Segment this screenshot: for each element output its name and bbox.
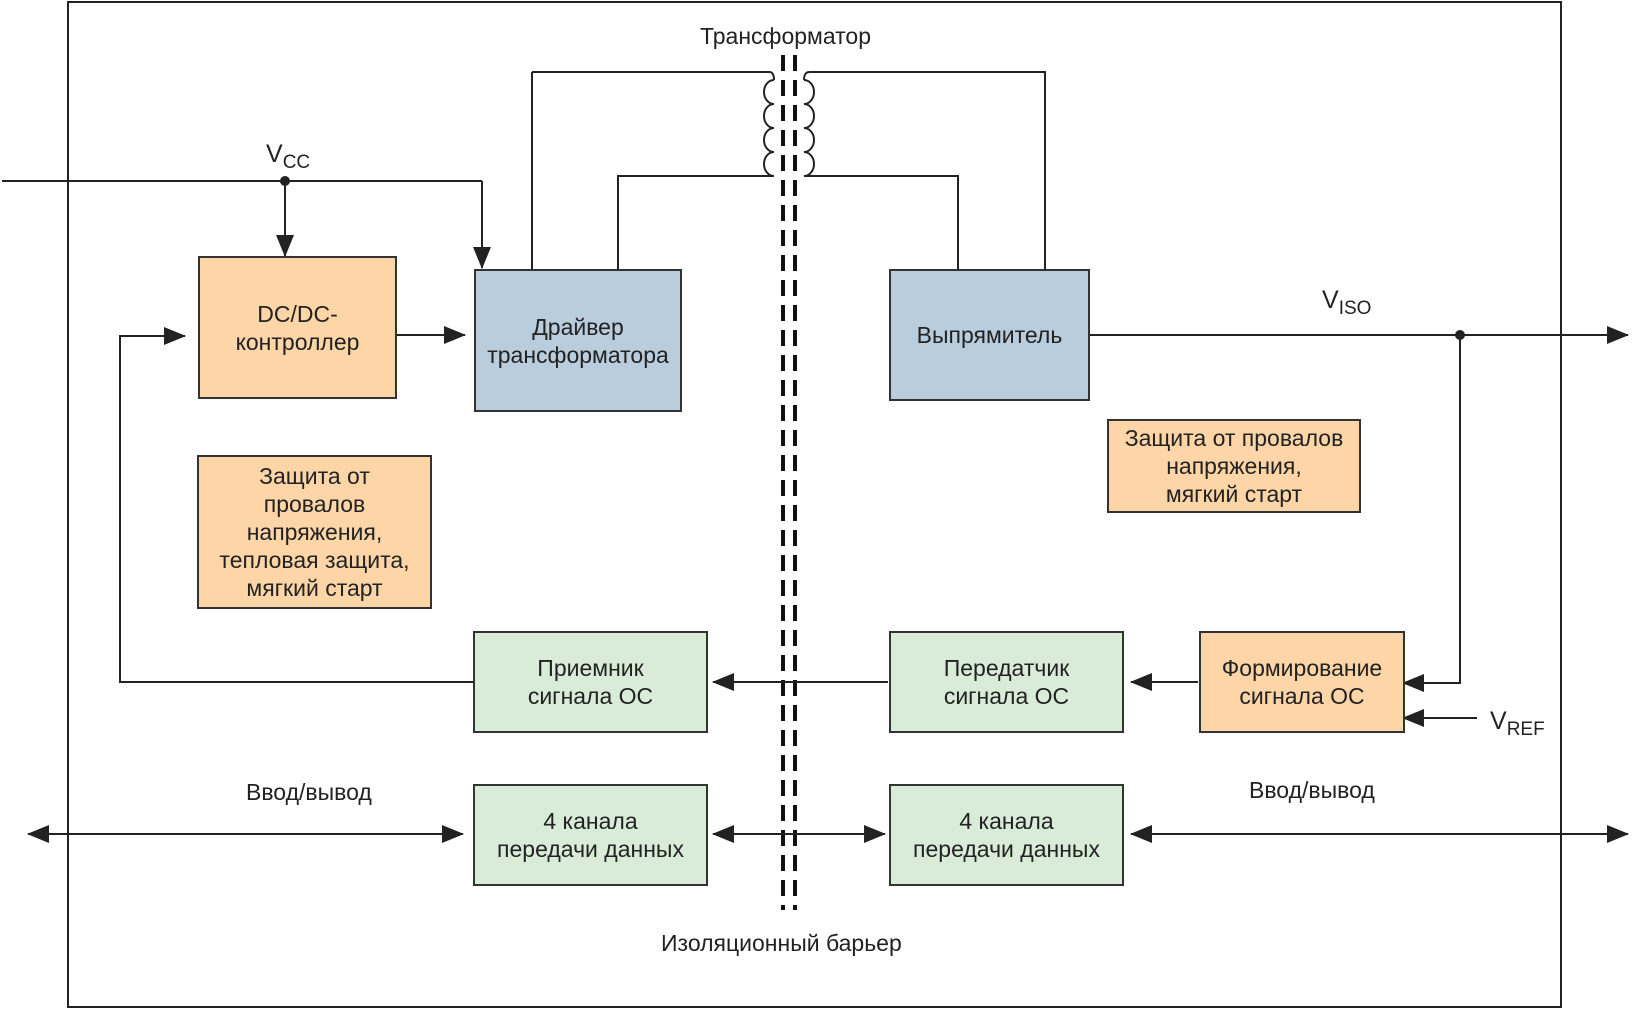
chip-outline [67,1,1562,1008]
data-channels-left-block: 4 канала передачи данных [473,784,708,886]
vcc-node [280,176,290,186]
vcc-label: VCC [266,140,311,173]
protection-left-block: Защита от провалов напряжения, тепловая … [197,455,432,609]
transformer-label: Трансформатор [700,23,872,49]
vref-label: VREF [1490,707,1545,740]
feedback-shaping-block: Формирование сигнала ОС [1199,631,1405,733]
viso-wiring [1088,326,1629,692]
dcdc-controller-block: DC/DC- контроллер [198,256,397,399]
feedback-transmitter-block: Передатчик сигнала ОС [889,631,1124,733]
viso-node [1455,330,1465,340]
isolation-barrier-label: Изоляционный барьер [661,930,902,956]
feedback-receiver-block: Приемник сигнала ОС [473,631,708,733]
rectifier-block: Выпрямитель [889,269,1090,401]
feedback-wiring [119,327,1198,691]
viso-label: VISO [1322,286,1372,319]
isolation-barrier [781,55,797,910]
io-left-label: Ввод/вывод [246,779,372,805]
data-channels-right-block: 4 канала передачи данных [889,784,1124,886]
protection-right-block: Защита от провалов напряжения, мягкий ст… [1107,419,1361,513]
io-right-label: Ввод/вывод [1249,777,1375,803]
vcc-wiring [2,180,491,269]
transformer-driver-block: Драйвер трансформатора [474,269,682,412]
transformer-windings [531,71,1046,270]
